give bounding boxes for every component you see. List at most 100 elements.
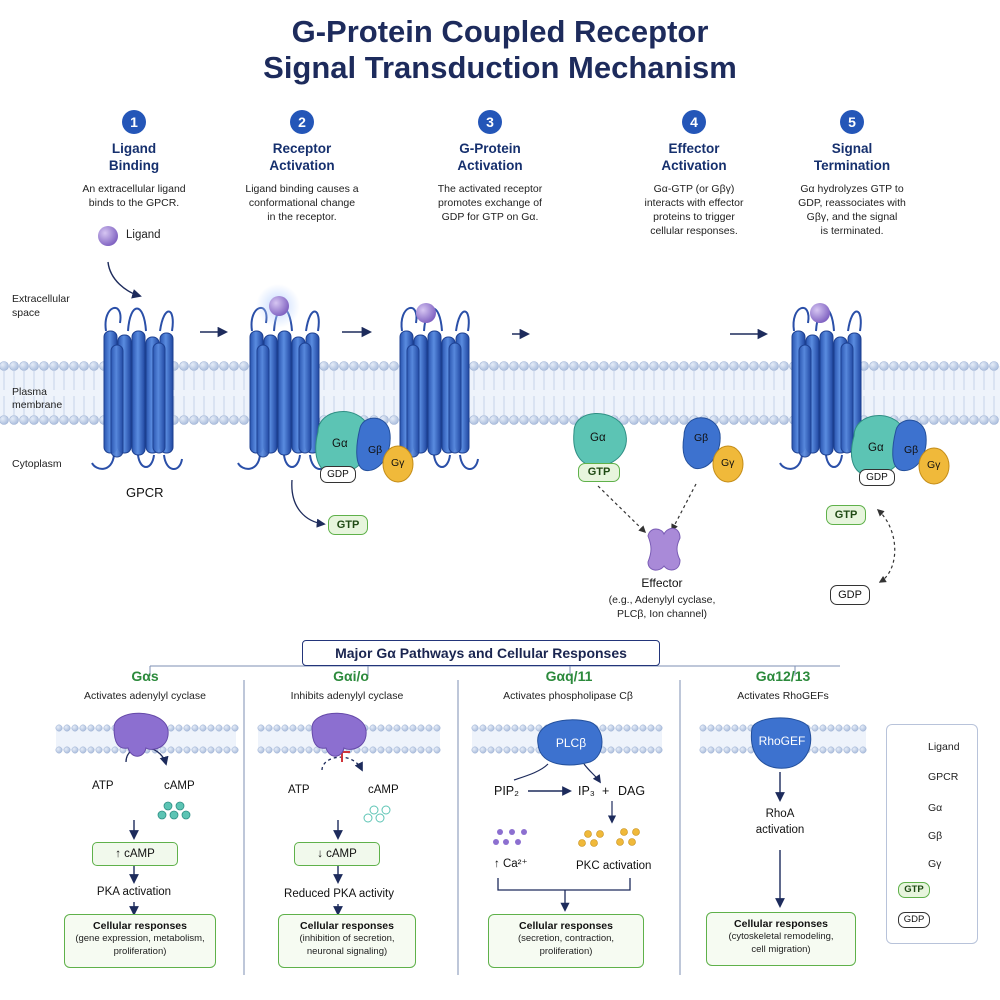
step-1: 1 Ligand Binding An extracellular ligand… (74, 110, 194, 210)
phospholipid-head (939, 415, 949, 425)
pathways-title: Major Gα Pathways and Cellular Responses (302, 640, 660, 666)
phospholipid-head (647, 746, 655, 754)
phospholipid-head (731, 724, 739, 732)
phospholipid-head (209, 361, 219, 371)
plus-label: + (602, 784, 610, 798)
phospholipid-head (669, 415, 679, 425)
phospholipid-head (487, 724, 495, 732)
phospholipid-head (265, 746, 273, 754)
q-merge-line (497, 878, 631, 910)
gbeta-label-4: Gβ (694, 432, 709, 444)
phospholipid-head (699, 724, 707, 732)
phospholipid-head (749, 415, 759, 425)
phospholipid-head (631, 724, 639, 732)
phospholipid-head (281, 724, 289, 732)
phospholipid-head (0, 415, 9, 425)
phospholipid-head (919, 415, 929, 425)
gpcr-receptor-2 (237, 306, 329, 471)
membrane-label-2: membrane (12, 399, 63, 411)
gdp-pill-5: GDP (859, 469, 895, 486)
phospholipid-head (529, 415, 539, 425)
gbetagamma-4 (682, 417, 744, 483)
resp-box-gq: Cellular responses (secretion, contracti… (488, 914, 644, 968)
phospholipid-head (385, 724, 393, 732)
gpcr-label: GPCR (126, 485, 164, 500)
phospholipid-head (699, 746, 707, 754)
phospholipid-head (223, 746, 231, 754)
rhoa-label-1: RhoA (765, 808, 795, 820)
phospholipid-head (827, 746, 835, 754)
phospholipid-head (183, 746, 191, 754)
galpha-label-2: Gα (332, 438, 348, 450)
phospholipid-head (79, 361, 89, 371)
step-5: 5 Signal Termination Gα hydrolyzes GTP t… (786, 110, 918, 238)
step-desc: conformational change (248, 197, 356, 209)
phospholipid-head (979, 415, 989, 425)
phospholipid-head (189, 361, 199, 371)
phospholipid-head (29, 415, 39, 425)
pathway-name-g12: Gα12/13 (755, 668, 811, 684)
phospholipid-head (607, 724, 615, 732)
extracellular-label-2: space (12, 307, 41, 319)
phospholipid-head (589, 361, 599, 371)
phospholipid-head (969, 415, 979, 425)
step-desc: GDP for GTP on Gα. (441, 211, 539, 223)
phospholipid-head (389, 415, 399, 425)
phospholipid-head (393, 724, 401, 732)
resp-detail: proliferation) (113, 946, 167, 957)
phospholipid-head (851, 746, 859, 754)
resp-detail: (inhibition of secretion, (299, 933, 395, 944)
ligand-arrow (107, 261, 142, 299)
phospholipid-head (389, 361, 399, 371)
adenylyl-cyclase-s (113, 712, 169, 757)
phospholipid-head (19, 415, 29, 425)
camp-up-box: ↑ cAMP (92, 842, 178, 866)
phospholipid-head (759, 361, 769, 371)
phospholipid-head (59, 415, 69, 425)
phospholipid-head (519, 415, 529, 425)
phospholipid-head (655, 724, 663, 732)
phospholipid-head (539, 361, 549, 371)
camp-dots-i (363, 805, 391, 823)
phospholipid-head (723, 724, 731, 732)
phospholipid-head (939, 361, 949, 371)
atp-label-gi: ATP (288, 784, 310, 796)
phospholipid-head (899, 361, 909, 371)
phospholipid-head (859, 724, 867, 732)
phospholipid-head (111, 746, 119, 754)
step-title: Activation (661, 158, 727, 173)
phospholipid-head (629, 415, 639, 425)
phospholipid-head (723, 746, 731, 754)
pathway-sub-gq: Activates phospholipase Cβ (503, 690, 633, 702)
phospholipid-head (39, 415, 49, 425)
phospholipid-head (719, 415, 729, 425)
phospholipid-head (527, 746, 535, 754)
phospholipid-head (669, 361, 679, 371)
step-title: Effector (668, 141, 720, 156)
ligand-bound-3 (416, 303, 436, 323)
phospholipid-head (349, 361, 359, 371)
phospholipid-head (417, 746, 425, 754)
pathway-sub-g12: Activates RhoGEFs (737, 690, 829, 702)
rhogef-label: RhoGEF (758, 734, 806, 748)
step-number: 2 (290, 110, 314, 134)
phospholipid-head (535, 724, 543, 732)
phospholipid-head (851, 724, 859, 732)
legend-gdp: GDP (898, 912, 930, 928)
gtp-release-arrow (291, 479, 326, 528)
phospholipid-head (779, 415, 789, 425)
phospholipid-head (615, 746, 623, 754)
phospholipid-head (359, 361, 369, 371)
phospholipid-head (239, 415, 249, 425)
gtp-pill-5: GTP (826, 505, 866, 525)
phospholipid-head (529, 361, 539, 371)
phospholipid-head (729, 415, 739, 425)
phospholipid-head (49, 361, 59, 371)
phospholipid-head (819, 724, 827, 732)
phospholipid-head (639, 361, 649, 371)
phospholipid-head (739, 361, 749, 371)
phospholipid-head (655, 746, 663, 754)
membrane-label-1: Plasma (12, 386, 48, 398)
phospholipid-head (689, 361, 699, 371)
step-desc: Gα-GTP (or Gβγ) (653, 183, 735, 195)
